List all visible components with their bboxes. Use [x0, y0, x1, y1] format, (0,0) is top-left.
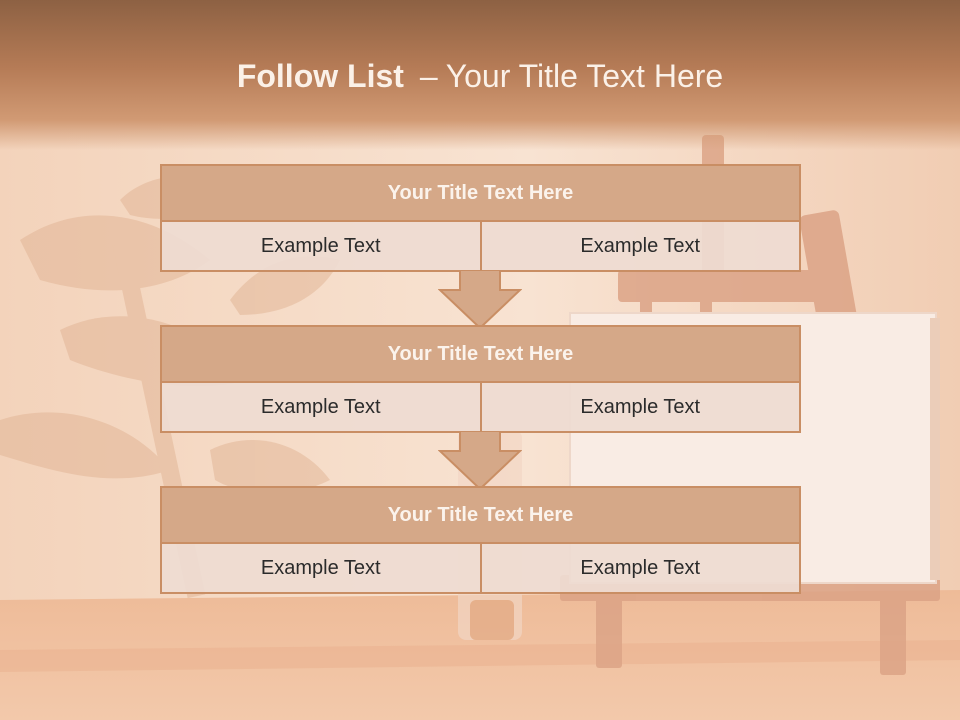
header-band: [0, 0, 960, 150]
title-rest: Your Title Text Here: [445, 58, 724, 94]
down-arrow-icon: [438, 270, 522, 330]
flow-step-title: Your Title Text Here: [162, 166, 799, 222]
flow-step-body: Example Text Example Text: [162, 222, 799, 270]
flow-step-3: Your Title Text Here Example Text Exampl…: [160, 486, 801, 594]
title-main: Follow List: [236, 58, 404, 94]
flow-step-title: Your Title Text Here: [162, 488, 799, 544]
flow-step-right-text: Example Text: [479, 222, 800, 270]
flow-step-left-text: Example Text: [260, 234, 381, 257]
flow-step-body: Example Text Example Text: [162, 544, 799, 592]
down-arrow-icon: [438, 431, 522, 491]
flow-step-right-text: Example Text: [479, 383, 800, 431]
flow-step-body: Example Text Example Text: [162, 383, 799, 431]
flow-step-title: Your Title Text Here: [162, 327, 799, 383]
slide-title: Follow List–Your Title Text Here: [0, 56, 960, 100]
flow-step-left-text: Example Text: [260, 556, 381, 579]
flow-step-1: Your Title Text Here Example Text Exampl…: [160, 164, 801, 272]
flow-step-left-text: Example Text: [260, 395, 381, 418]
title-separator: –: [419, 58, 438, 94]
flow-step-right-text: Example Text: [479, 544, 800, 592]
flow-step-2: Your Title Text Here Example Text Exampl…: [160, 325, 801, 433]
